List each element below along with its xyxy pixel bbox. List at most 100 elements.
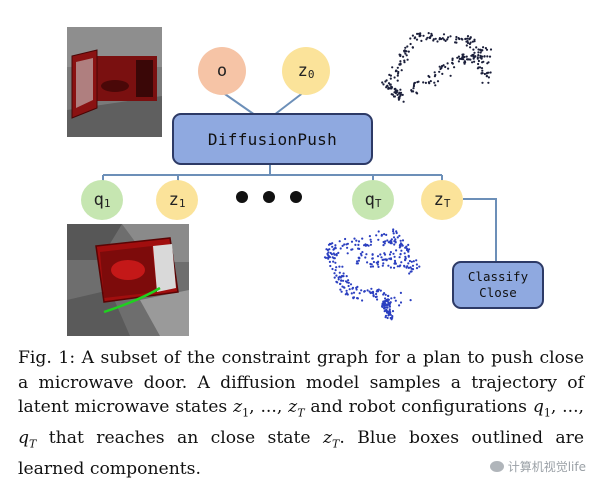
point-cloud-dot <box>427 31 430 35</box>
point-cloud-dot <box>440 37 443 41</box>
node-z1-sub: 1 <box>178 196 186 210</box>
point-cloud-dot <box>481 69 484 72</box>
point-cloud-dot <box>425 38 428 41</box>
point-cloud-dot <box>461 55 464 58</box>
point-cloud-dot <box>399 93 402 96</box>
point-cloud-dot <box>404 46 407 49</box>
point-cloud-top <box>381 31 493 103</box>
point-cloud-dot <box>416 92 419 95</box>
point-cloud-dot <box>486 62 489 65</box>
point-cloud-dot <box>404 258 407 261</box>
point-cloud-dot <box>392 252 395 255</box>
point-cloud-dot <box>485 75 488 78</box>
point-cloud-dot <box>334 244 337 247</box>
point-cloud-dot <box>485 48 489 51</box>
point-cloud-dot <box>386 239 389 242</box>
point-cloud-dot <box>449 74 452 77</box>
point-cloud-dot <box>403 49 406 52</box>
point-cloud-dot <box>340 279 343 282</box>
point-cloud-dot <box>412 83 416 87</box>
point-cloud-dot <box>338 271 341 274</box>
microwave-open-render <box>67 27 162 137</box>
point-cloud-dot <box>470 54 473 57</box>
point-cloud-dot <box>376 290 380 293</box>
point-cloud-dot <box>399 239 402 242</box>
point-cloud-dot <box>379 289 382 292</box>
point-cloud-dot <box>398 63 401 66</box>
point-cloud-dot <box>339 276 342 279</box>
point-cloud-dot <box>388 87 391 90</box>
point-cloud-dot <box>379 253 382 256</box>
point-cloud-dot <box>432 38 435 41</box>
point-cloud-dot <box>386 306 389 309</box>
point-cloud-dot <box>385 258 388 261</box>
point-cloud-dot <box>444 39 447 43</box>
point-cloud-dot <box>406 58 409 61</box>
point-cloud-dot <box>342 272 345 275</box>
point-cloud-dot <box>385 233 388 236</box>
point-cloud-dot <box>363 244 366 247</box>
point-cloud-dot <box>392 232 395 235</box>
point-cloud-dot <box>382 258 385 261</box>
point-cloud-dot <box>476 57 479 60</box>
watermark: 计算机视觉life <box>489 458 586 475</box>
point-cloud-dot <box>342 279 345 282</box>
point-cloud-dot <box>368 235 371 238</box>
point-cloud-dot <box>355 288 358 291</box>
point-cloud-dot <box>370 240 373 243</box>
point-cloud-dot <box>399 264 402 267</box>
point-cloud-dot <box>333 257 336 260</box>
point-cloud-dot <box>380 256 383 259</box>
point-cloud-dot <box>434 37 437 40</box>
point-cloud-dot <box>396 74 399 77</box>
point-cloud-dot <box>456 56 459 59</box>
point-cloud-dot <box>422 81 425 84</box>
point-cloud-dot <box>394 240 397 243</box>
point-cloud-dot <box>409 299 412 302</box>
point-cloud-dot <box>389 77 392 80</box>
point-cloud-dot <box>473 40 476 43</box>
point-cloud-dot <box>329 264 332 268</box>
point-cloud-dot <box>481 81 484 84</box>
point-cloud-dot <box>398 234 401 237</box>
point-cloud-dot <box>489 48 493 51</box>
point-cloud-dot <box>369 262 372 266</box>
point-cloud-dot <box>356 262 359 265</box>
point-cloud-dot <box>466 37 469 40</box>
point-cloud-dot <box>375 234 378 237</box>
point-cloud-dot <box>391 315 394 318</box>
point-cloud-dot <box>409 42 412 46</box>
point-cloud-dot <box>461 57 464 60</box>
point-cloud-dot <box>411 34 414 37</box>
point-cloud-dot <box>434 73 437 77</box>
point-cloud-dot <box>387 264 390 267</box>
point-cloud-dot <box>486 71 489 74</box>
point-cloud-dot <box>331 245 334 248</box>
point-cloud-dot <box>354 243 357 246</box>
point-cloud-dot <box>384 297 387 300</box>
point-cloud-dot <box>352 297 355 300</box>
point-cloud-dot <box>389 239 392 242</box>
point-cloud-dot <box>446 38 449 41</box>
point-cloud-dot <box>345 243 348 246</box>
point-cloud-dot <box>399 301 403 304</box>
point-cloud-dot <box>331 242 334 245</box>
point-cloud-dot <box>412 87 415 90</box>
point-cloud-dot <box>377 260 380 263</box>
caption-text-1: Fig. 1: A subset of the constraint graph… <box>18 348 584 417</box>
point-cloud-dot <box>389 311 392 314</box>
diffusion-push-box: DiffusionPush <box>172 113 373 165</box>
point-cloud-dot <box>348 288 351 291</box>
point-cloud-dot <box>430 34 433 37</box>
point-cloud-dot <box>372 295 375 298</box>
point-cloud-dot <box>377 288 380 291</box>
point-cloud-dot <box>465 58 469 61</box>
wechat-icon <box>489 461 504 472</box>
point-cloud-dot <box>471 61 474 64</box>
point-cloud-dot <box>339 288 342 291</box>
point-cloud-dot <box>384 80 387 83</box>
point-cloud-dot <box>372 260 375 264</box>
point-cloud-dot <box>406 265 409 268</box>
